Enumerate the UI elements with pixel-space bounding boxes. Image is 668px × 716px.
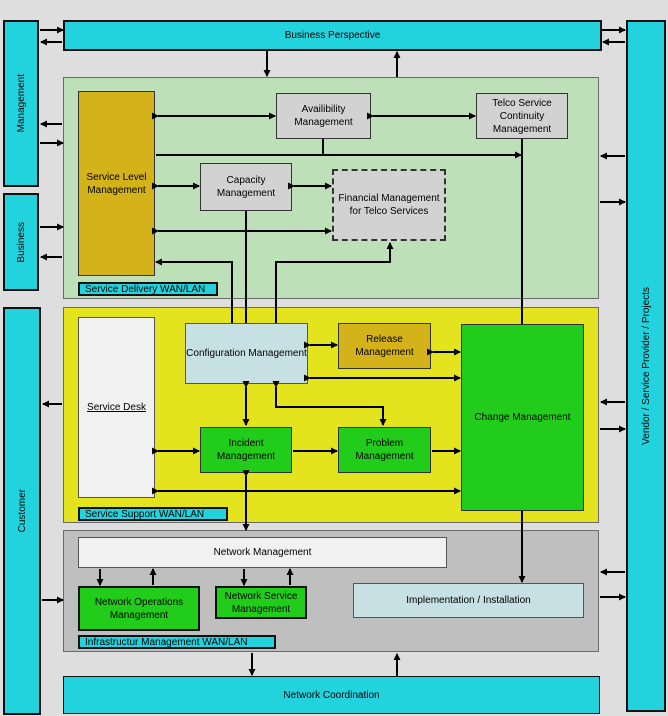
network-service-label: Network Service Management xyxy=(224,590,298,615)
problem-management-label: Problem Management xyxy=(355,438,414,462)
financial-management-box: Financial Management for Telco Services xyxy=(332,169,446,241)
problem-management-box: Problem Management xyxy=(338,427,431,473)
implementation-label: Implementation / Installation xyxy=(406,595,531,606)
service-delivery-label: Service Delivery WAN/LAN xyxy=(78,282,218,296)
network-coordination-label: Network Coordination xyxy=(283,689,380,701)
service-level-management-box: Service Level Management xyxy=(78,91,155,276)
network-operations-label: Network Operations Management xyxy=(94,596,184,621)
financial-management-label: Financial Management for Telco Services xyxy=(338,193,440,217)
incident-management-box: Incident Management xyxy=(200,427,292,473)
capacity-management-label: Capacity Management xyxy=(216,175,276,199)
business-perspective-bar: Business Perspective xyxy=(63,20,602,51)
change-management-label: Change Management xyxy=(474,412,571,423)
availability-management-box: Availibility Management xyxy=(276,93,371,139)
configuration-management-label: Configuration Management xyxy=(186,348,307,359)
release-management-label: Release Management xyxy=(355,334,414,358)
management-panel: Management xyxy=(3,20,39,187)
availability-management-label: Availibility Management xyxy=(294,104,353,128)
service-level-management-label: Service Level Management xyxy=(86,171,147,196)
network-management-box: Network Management xyxy=(78,537,447,568)
vendor-panel: Vendor / Service Provider / Projects xyxy=(626,20,666,712)
incident-management-label: Incident Management xyxy=(216,438,276,462)
business-perspective-label: Business Perspective xyxy=(284,30,381,41)
customer-panel: Customer xyxy=(3,307,41,715)
implementation-box: Implementation / Installation xyxy=(353,583,584,618)
change-management-box: Change Management xyxy=(461,324,584,511)
infrastructure-label: Infrastructur Management WAN/LAN xyxy=(78,635,276,649)
service-desk-box: Service Desk xyxy=(78,317,155,498)
network-service-box: Network Service Management xyxy=(215,586,307,619)
capacity-management-box: Capacity Management xyxy=(200,163,292,211)
network-management-label: Network Management xyxy=(213,547,312,558)
business-panel: Business xyxy=(3,193,39,291)
telco-continuity-box: Telco Service Continuity Management xyxy=(476,93,568,139)
service-desk-label: Service Desk xyxy=(87,402,146,413)
release-management-box: Release Management xyxy=(338,323,431,369)
network-operations-box: Network Operations Management xyxy=(78,586,200,631)
telco-continuity-label: Telco Service Continuity Management xyxy=(492,97,552,135)
service-support-label: Service Support WAN/LAN xyxy=(78,507,228,521)
network-coordination-bar: Network Coordination xyxy=(63,676,600,714)
